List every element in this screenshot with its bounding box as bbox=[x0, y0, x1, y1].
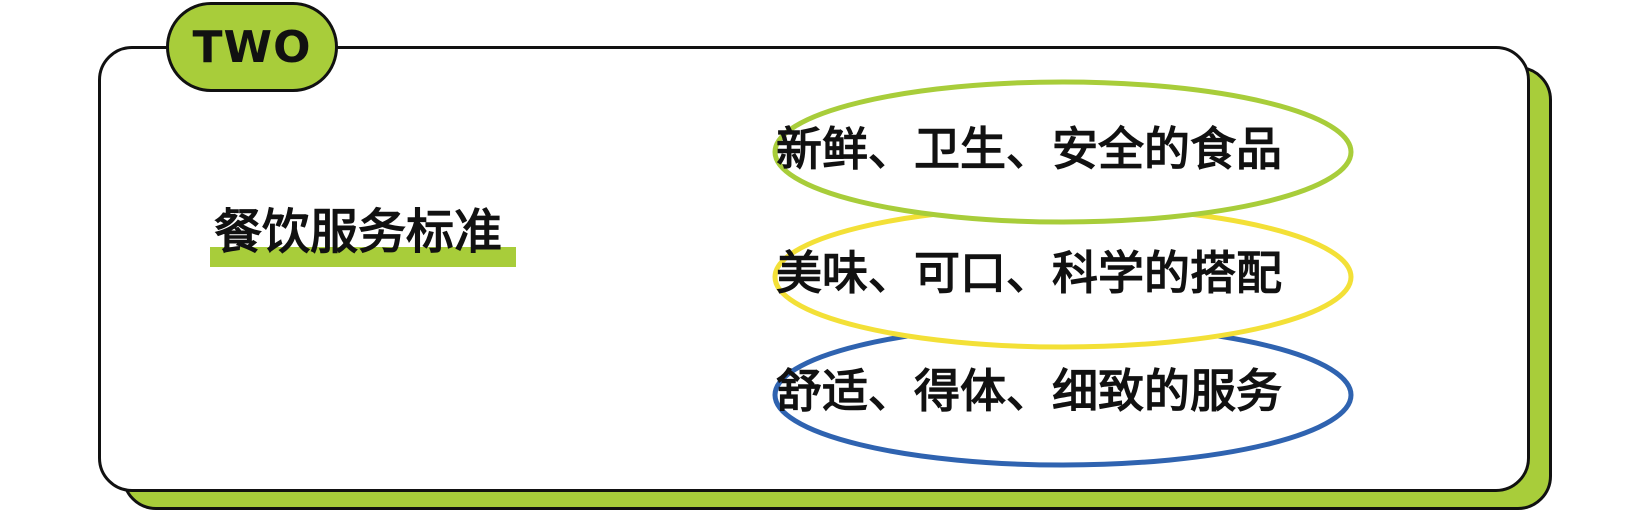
item-text-3: 舒适、得体、细致的服务 bbox=[776, 364, 1282, 418]
section-tag: TWO bbox=[166, 2, 338, 92]
title-highlight bbox=[210, 247, 516, 267]
item-text-1: 新鲜、卫生、安全的食品 bbox=[776, 122, 1282, 176]
section-title: 餐饮服务标准 bbox=[214, 204, 503, 260]
section-tag-label: TWO bbox=[192, 21, 312, 73]
ellipse-item-1 bbox=[772, 79, 1354, 225]
item-text-2: 美味、可口、科学的搭配 bbox=[776, 246, 1282, 300]
